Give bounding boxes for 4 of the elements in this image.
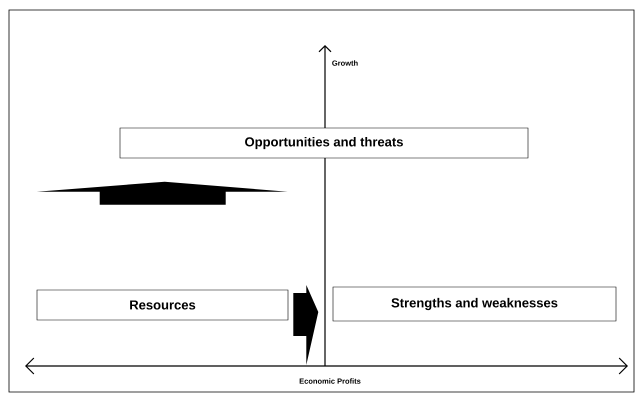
text-box: Strengths and weaknesses	[332, 286, 616, 322]
block-arrow	[293, 285, 318, 365]
text-box: Opportunities and threats	[120, 128, 528, 158]
text-box: Resources	[36, 290, 288, 320]
